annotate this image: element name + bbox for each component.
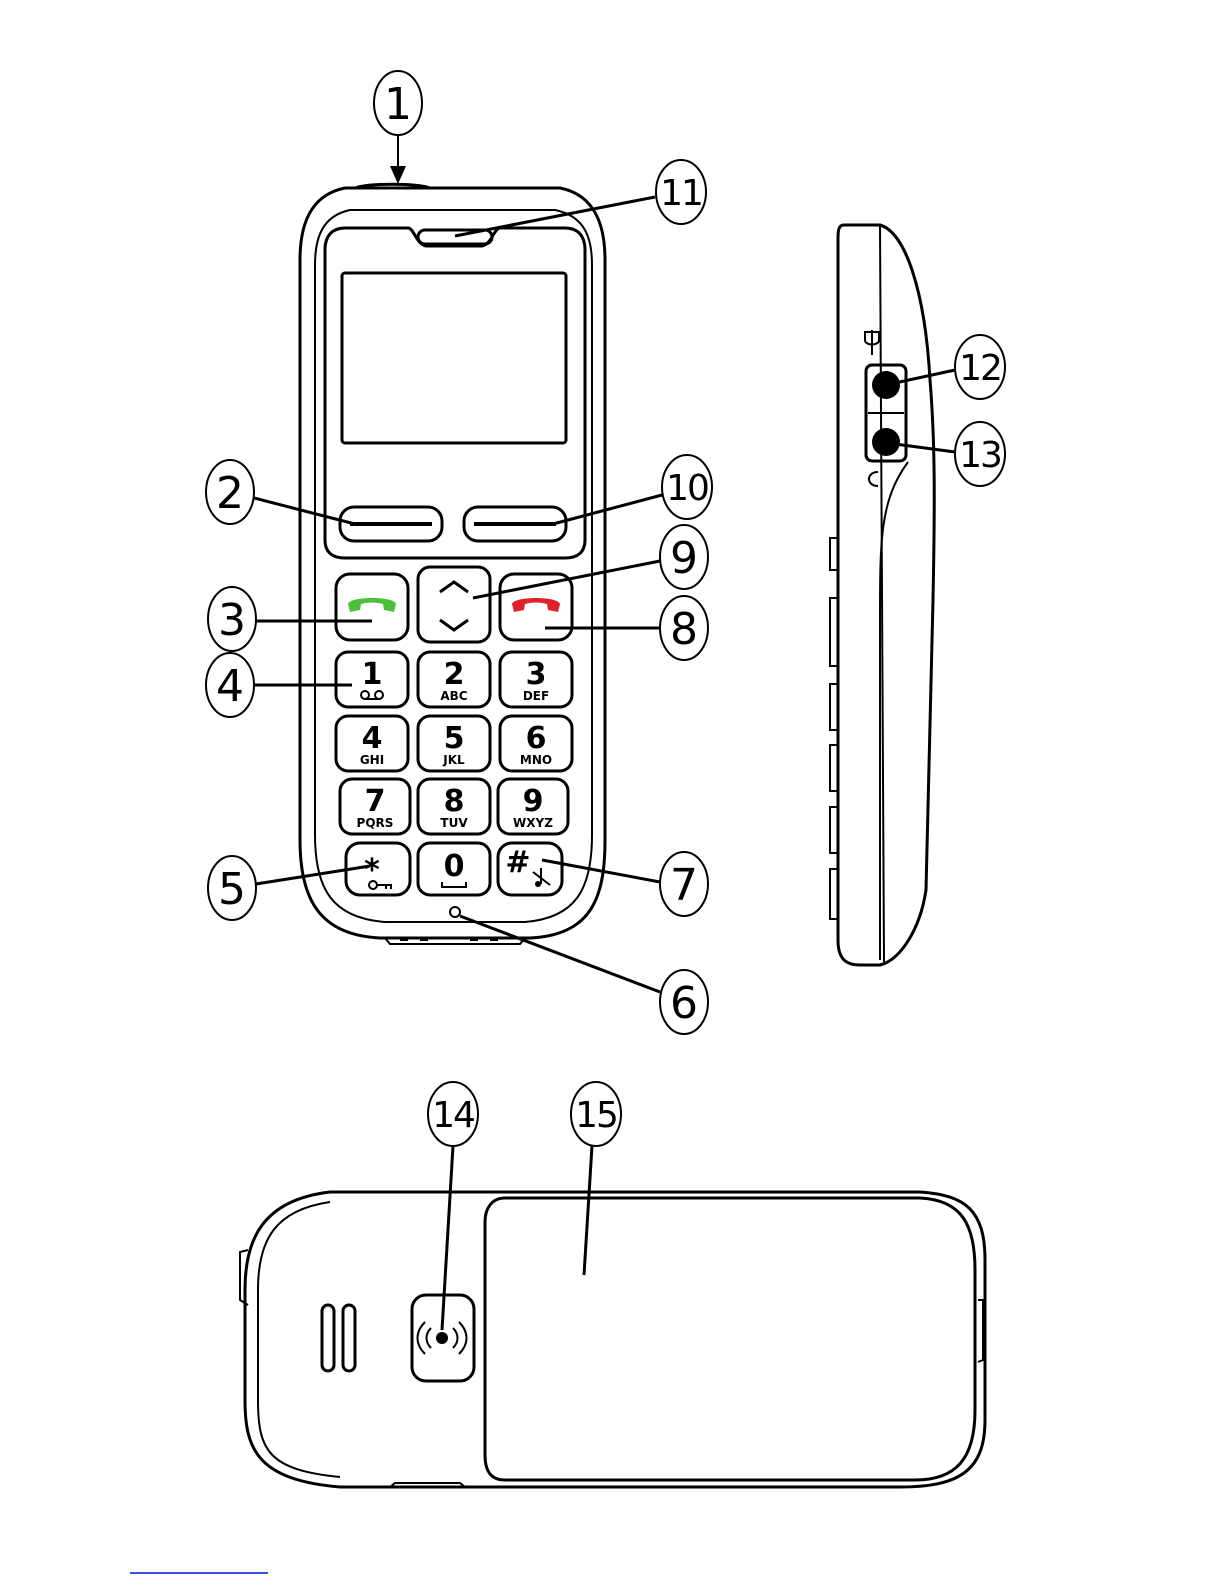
svg-text:8: 8 — [444, 784, 465, 819]
display-screen — [342, 273, 566, 443]
svg-text:10: 10 — [666, 468, 708, 509]
callout-10: 10 — [553, 455, 712, 524]
microphone — [450, 907, 460, 917]
svg-text:3: 3 — [218, 595, 246, 646]
key-1: 1 — [336, 652, 408, 707]
callout-8: 8 — [545, 596, 708, 660]
callout-1: 1 — [374, 71, 422, 184]
call-key — [336, 574, 408, 640]
svg-text:15: 15 — [575, 1095, 617, 1136]
svg-text:0: 0 — [444, 849, 465, 884]
svg-text:PQRS: PQRS — [357, 816, 394, 830]
charger-jack — [872, 371, 900, 399]
svg-text:1: 1 — [384, 79, 412, 130]
plug-icon — [865, 330, 879, 355]
svg-text:4: 4 — [362, 721, 383, 756]
keypad: 1 2 ABC 3 DEF 4 GHI — [336, 652, 572, 895]
svg-text:1: 1 — [362, 657, 383, 692]
svg-text:11: 11 — [660, 173, 702, 214]
svg-text:6: 6 — [526, 721, 547, 756]
callout-3: 3 — [208, 587, 372, 651]
phone-back-view — [240, 1192, 985, 1487]
headset-jack — [872, 428, 900, 456]
callout-14: 14 — [428, 1082, 478, 1330]
svg-text:4: 4 — [216, 661, 244, 712]
svg-text:#: # — [505, 845, 530, 880]
key-4: 4 GHI — [336, 716, 408, 771]
svg-text:5: 5 — [218, 864, 246, 915]
phone-front-view: 1 2 ABC 3 DEF 4 GHI — [300, 184, 605, 944]
key-8: 8 TUV — [418, 779, 490, 834]
headset-icon — [869, 472, 878, 486]
svg-text:2: 2 — [444, 657, 465, 692]
phone-side-view — [830, 225, 934, 965]
muted-note-icon — [533, 868, 550, 887]
footer-link-underline[interactable] — [130, 1572, 268, 1574]
key-5: 5 JKL — [418, 716, 490, 771]
callout-2: 2 — [206, 460, 355, 524]
callout-6: 6 — [460, 916, 708, 1034]
svg-text:9: 9 — [670, 533, 698, 584]
callout-7: 7 — [542, 852, 708, 916]
callout-9: 9 — [473, 525, 708, 598]
svg-text:7: 7 — [365, 784, 386, 819]
svg-text:2: 2 — [216, 468, 244, 519]
red-handset-icon — [512, 598, 560, 612]
svg-text:14: 14 — [432, 1095, 474, 1136]
svg-text:ABC: ABC — [440, 689, 467, 703]
speaker-slot-right — [343, 1305, 355, 1371]
svg-text:WXYZ: WXYZ — [513, 816, 553, 830]
svg-text:JKL: JKL — [442, 753, 465, 767]
green-handset-icon — [348, 598, 396, 612]
chevron-up-icon — [440, 582, 468, 592]
back-inner-outline — [258, 1202, 340, 1477]
svg-text:*: * — [364, 853, 380, 888]
svg-text:GHI: GHI — [360, 753, 384, 767]
key-6: 6 MNO — [500, 716, 572, 771]
svg-text:TUV: TUV — [440, 816, 468, 830]
svg-text:13: 13 — [959, 435, 1001, 476]
svg-text:6: 6 — [670, 978, 698, 1029]
chevron-down-icon — [440, 620, 468, 630]
key-0: 0 — [418, 843, 490, 895]
callout-15: 15 — [571, 1082, 621, 1275]
svg-text:9: 9 — [523, 784, 544, 819]
speaker-slot-left — [322, 1305, 334, 1371]
key-3: 3 DEF — [500, 652, 572, 707]
svg-text:8: 8 — [670, 604, 698, 655]
svg-text:5: 5 — [444, 721, 465, 756]
side-body-outline — [838, 225, 934, 965]
key-2: 2 ABC — [418, 652, 490, 707]
battery-cover — [485, 1198, 975, 1480]
svg-text:3: 3 — [526, 657, 547, 692]
key-7: 7 PQRS — [340, 779, 410, 834]
callout-13: 13 — [895, 422, 1005, 486]
svg-text:MNO: MNO — [520, 753, 552, 767]
voicemail-icon — [361, 691, 383, 699]
svg-text:7: 7 — [670, 860, 698, 911]
key-9: 9 WXYZ — [498, 779, 568, 834]
svg-text:12: 12 — [959, 348, 1001, 389]
callout-12: 12 — [895, 335, 1005, 399]
key-hash: # — [498, 843, 562, 895]
end-key — [500, 574, 572, 640]
svg-text:DEF: DEF — [523, 689, 549, 703]
callout-4: 4 — [206, 653, 352, 717]
